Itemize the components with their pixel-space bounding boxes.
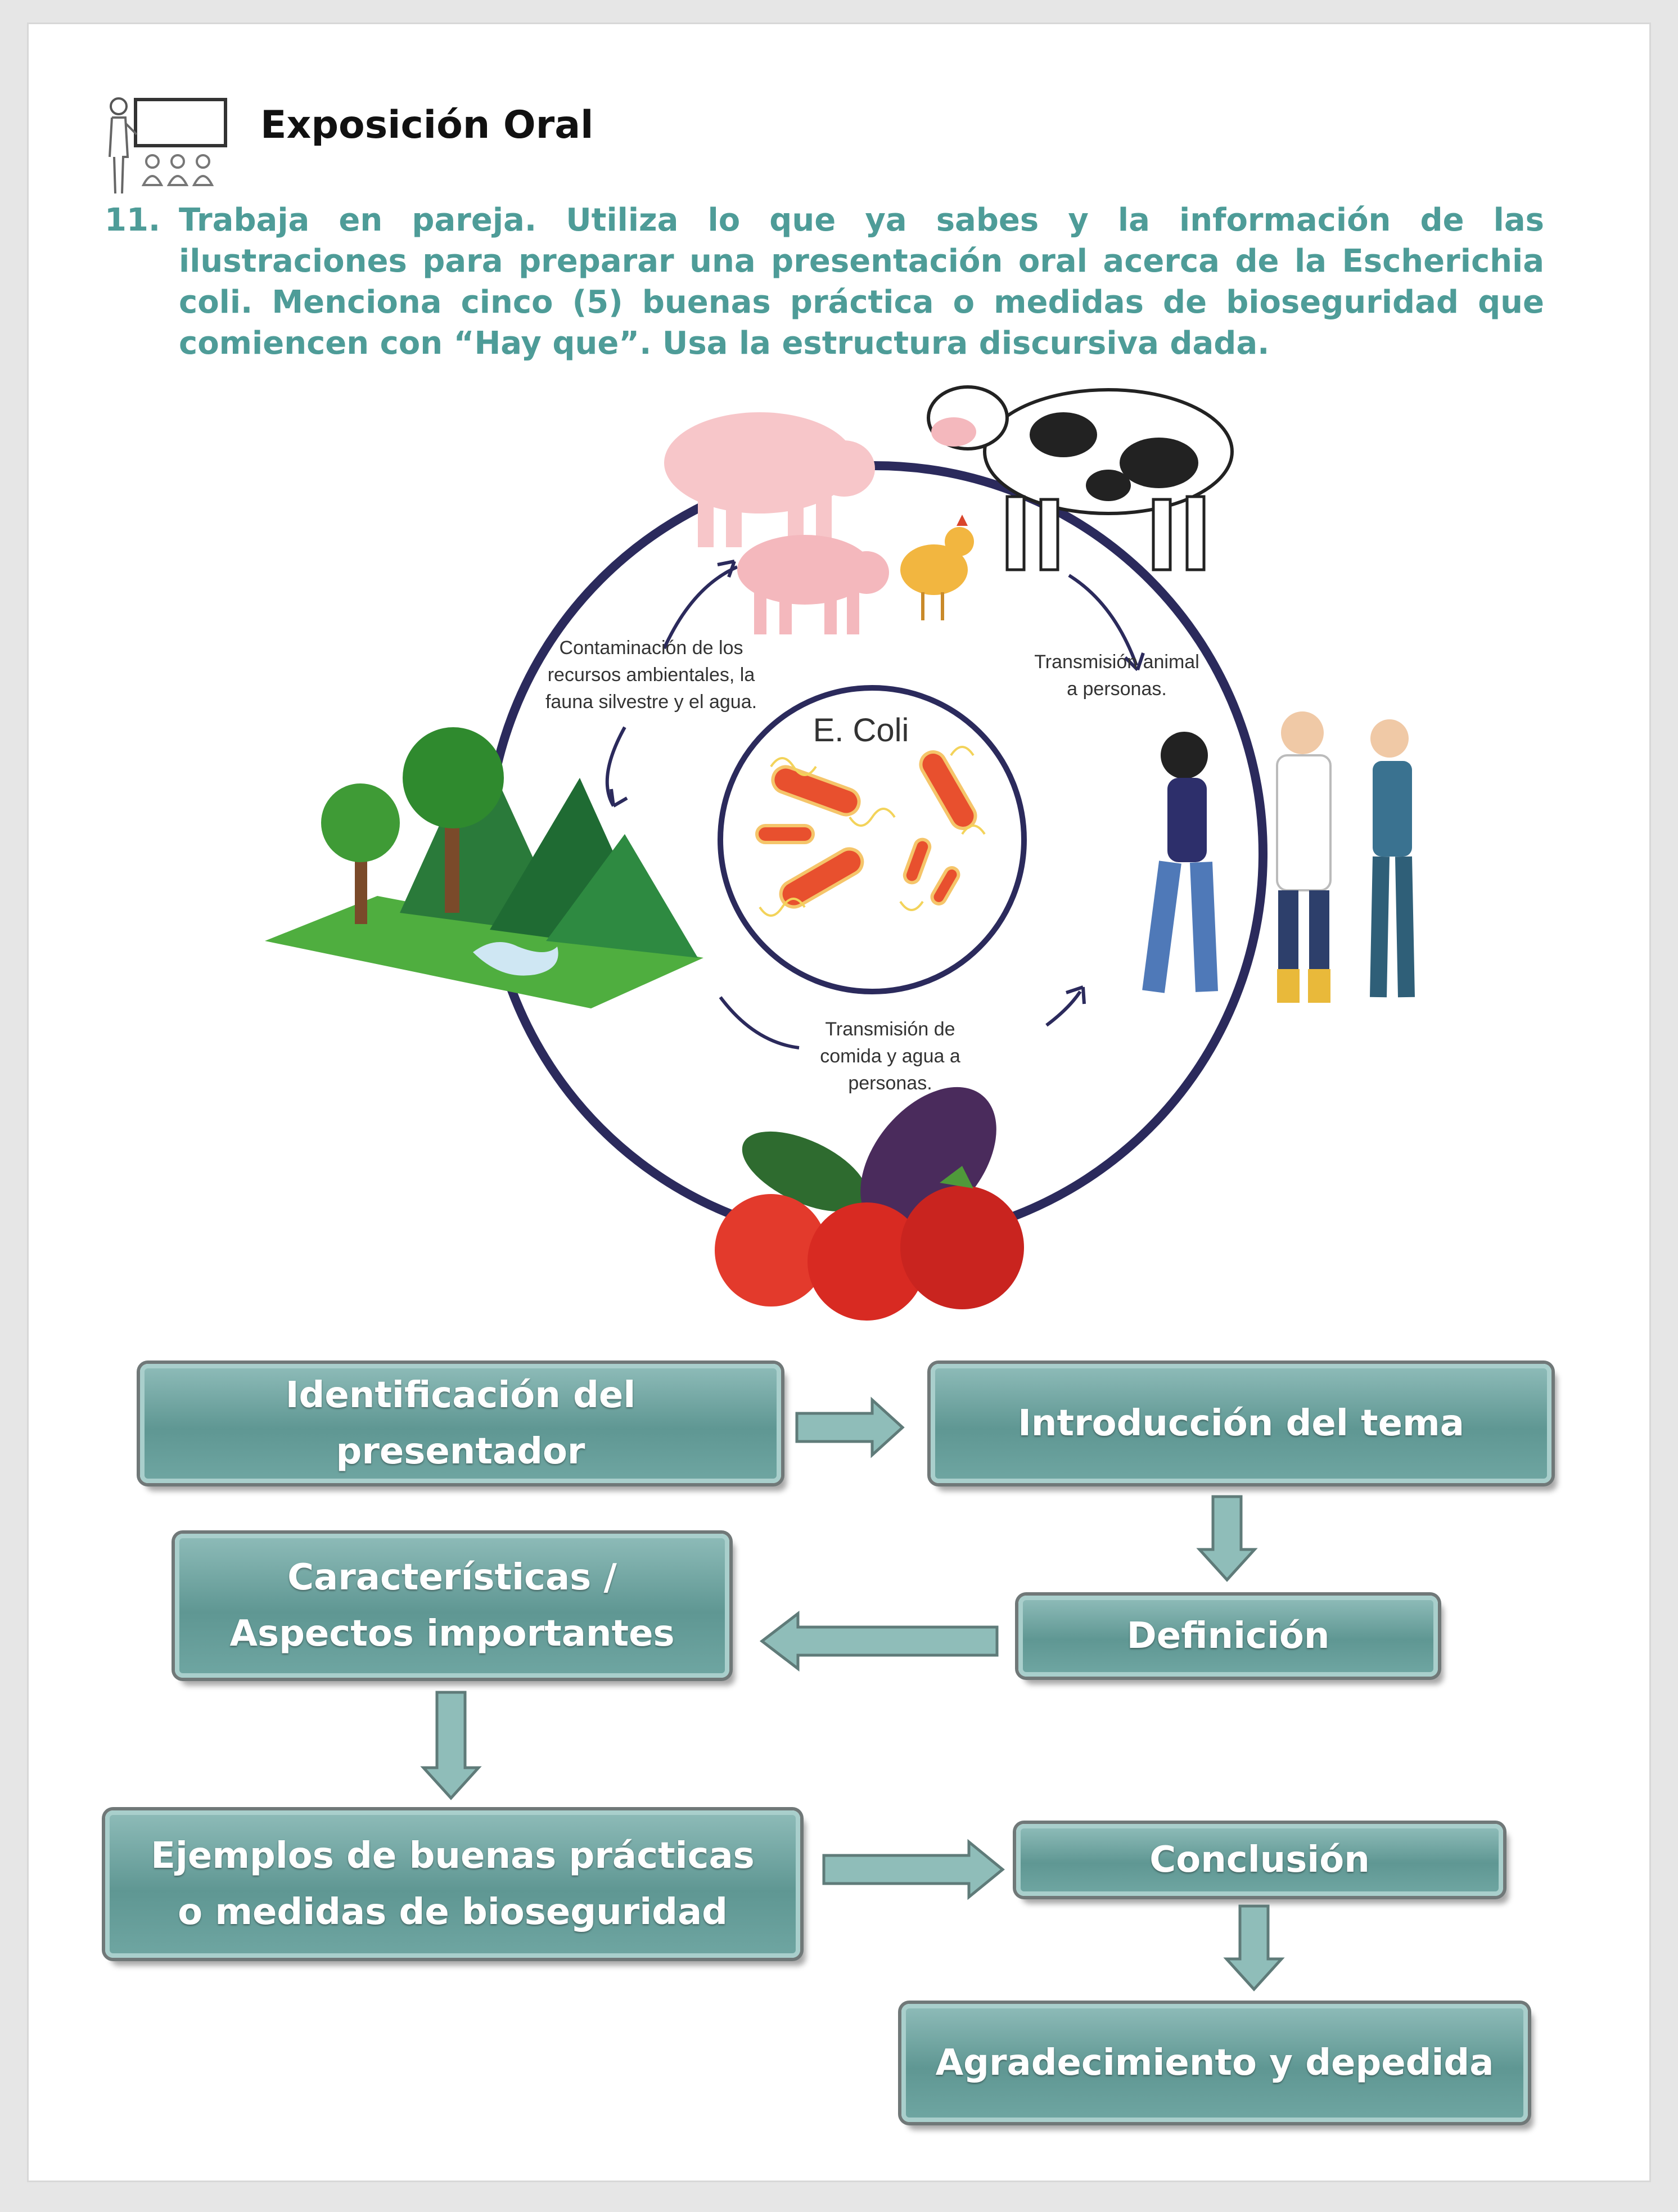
arrow-down-icon — [1196, 1495, 1258, 1582]
arrow-down-icon — [420, 1691, 482, 1800]
svg-text:fauna silvestre y el agua.: fauna silvestre y el agua. — [545, 691, 757, 713]
svg-text:comida y agua a: comida y agua a — [820, 1046, 960, 1067]
flow-box-intro: Introducción del tema — [931, 1364, 1551, 1483]
ecoli-label: E. Coli — [813, 712, 909, 749]
svg-text:Transmisión de: Transmisión de — [825, 1019, 955, 1040]
svg-text:Transmisión animal: Transmisión animal — [1034, 651, 1199, 673]
instruction-text: Trabaja en pareja. Utiliza lo que ya sab… — [179, 202, 1544, 362]
flow-box-thanks: Agradecimiento y depedida — [901, 2004, 1528, 2122]
flow-box-examples: Ejemplos de buenas prácticas o medidas d… — [105, 1810, 800, 1958]
flow-box-conclusion: Conclusión — [1016, 1824, 1503, 1896]
landscape-icon — [265, 727, 703, 1008]
svg-text:recursos ambientales, la: recursos ambientales, la — [548, 664, 755, 686]
svg-text:personas.: personas. — [848, 1073, 932, 1094]
flow-box-presenter: Identificación del presentador — [140, 1364, 781, 1483]
chicken-icon — [900, 515, 974, 620]
page-title: Exposición Oral — [260, 103, 594, 147]
worksheet-page: Exposición Oral 11. Trabaja en pareja. U… — [27, 22, 1651, 2182]
animal-transmission-label: Transmisión animal a personas. — [1034, 651, 1199, 700]
ecoli-cycle-illustration: E. Coli — [265, 385, 1415, 1321]
svg-text:a personas.: a personas. — [1067, 678, 1167, 700]
cycle-arrows — [605, 560, 1145, 1049]
cow-icon — [927, 385, 1234, 571]
pig-icon — [664, 412, 875, 547]
food-transmission-label: Transmisión de comida y agua a personas. — [820, 1019, 960, 1094]
arrow-left-icon — [759, 1610, 999, 1672]
teacher-presentation-icon — [109, 97, 227, 194]
flow-box-characteristics: Características / Aspectos importantes — [175, 1534, 729, 1678]
people-icon — [1142, 711, 1415, 1003]
arrow-right-icon — [795, 1396, 905, 1458]
piglet-icon — [737, 535, 889, 634]
flow-box-definition: Definición — [1018, 1596, 1438, 1677]
svg-text:Contaminación de los: Contaminación de los — [560, 637, 743, 659]
vegetables-icon — [715, 1087, 1024, 1321]
bacteria-icon — [755, 750, 977, 909]
instruction-paragraph: 11. Trabaja en pareja. Utiliza lo que ya… — [105, 200, 1544, 364]
arrow-down-icon — [1223, 1904, 1285, 1992]
ecoli-center: E. Coli — [718, 685, 1027, 994]
flagella-icon — [759, 746, 986, 917]
arrow-right-icon — [822, 1839, 1005, 1900]
contamination-label: Contaminación de los recursos ambientale… — [545, 637, 757, 713]
instruction-number: 11. — [105, 202, 161, 238]
